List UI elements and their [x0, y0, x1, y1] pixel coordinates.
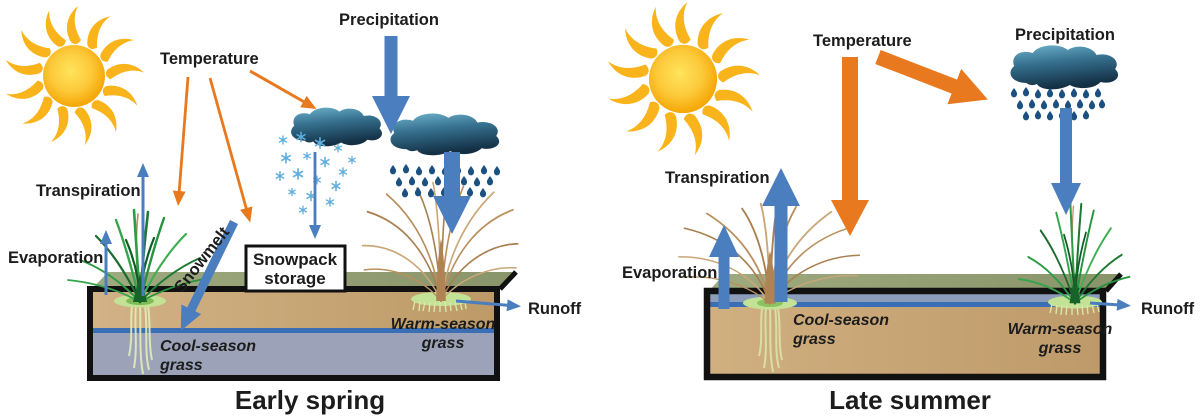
runoff-label: Runoff [1141, 300, 1195, 318]
cool-season-roots [758, 306, 783, 373]
warm-season-grass-label-line1: Warm-season [391, 316, 496, 333]
warm-season-root-fringe [412, 300, 467, 313]
snowpack-storage-label-line1: Snowpack [253, 250, 338, 269]
soil-surface-top-face [709, 274, 1121, 291]
runoff-arrow [1089, 298, 1131, 311]
raindrop-icon-group [1010, 87, 1106, 121]
water-table-line [707, 302, 1103, 307]
temperature-arrow [875, 50, 988, 105]
temperature-label: Temperature [813, 32, 912, 50]
warm-season-grass-label-line1: Warm-season [1008, 321, 1113, 338]
precipitation-label: Precipitation [1015, 26, 1115, 44]
water-table-line [90, 328, 497, 333]
temperature-arrow [172, 76, 190, 206]
temperature-label: Temperature [160, 50, 259, 68]
panel-late-summer: Temperature Precipitation Transpiration … [606, 2, 1195, 415]
temperature-arrow [208, 77, 253, 223]
cloud-icon [1010, 45, 1119, 90]
transpiration-label: Transpiration [665, 169, 770, 187]
cloud-icon [291, 107, 382, 147]
soil-block-border [703, 287, 1107, 381]
cloud-icon [390, 113, 500, 156]
runoff-arrow [455, 299, 521, 312]
cool-season-grass-label-line2: grass [792, 331, 836, 348]
evaporation-label: Evaporation [8, 249, 103, 267]
panel-title-late-summer: Late summer [829, 385, 991, 415]
cool-season-grass-label-line1: Cool-season [160, 338, 256, 355]
panel-title-early-spring: Early spring [235, 385, 385, 415]
soil-dry-layer [707, 307, 1103, 377]
soil-saturated-layer [90, 333, 497, 378]
precipitation-label: Precipitation [339, 11, 439, 29]
warm-season-root-fringe [1049, 303, 1100, 316]
temperature-arrow [249, 69, 317, 109]
warm-season-grass-label-line2: grass [421, 335, 465, 352]
cool-season-roots [128, 304, 153, 375]
evaporation-label: Evaporation [622, 264, 717, 282]
snowpack-storage-label-line2: storage [264, 269, 325, 288]
warm-season-grass-label-line2: grass [1038, 340, 1082, 357]
block-edge [498, 270, 518, 291]
sun-icon [606, 2, 761, 156]
cool-season-grass-label-line2: grass [159, 357, 203, 374]
soil-block-late-summer [703, 272, 1123, 381]
cool-season-grass-label-line1: Cool-season [793, 312, 889, 329]
snowmelt-arrow [180, 220, 239, 331]
runoff-label: Runoff [528, 300, 582, 318]
sun-icon [4, 6, 145, 146]
transpiration-label: Transpiration [36, 182, 141, 200]
snowpack-storage-box: Snowpack storage [244, 244, 347, 293]
panel-early-spring: Snowpack storage Temperature Precipitati… [4, 6, 582, 415]
